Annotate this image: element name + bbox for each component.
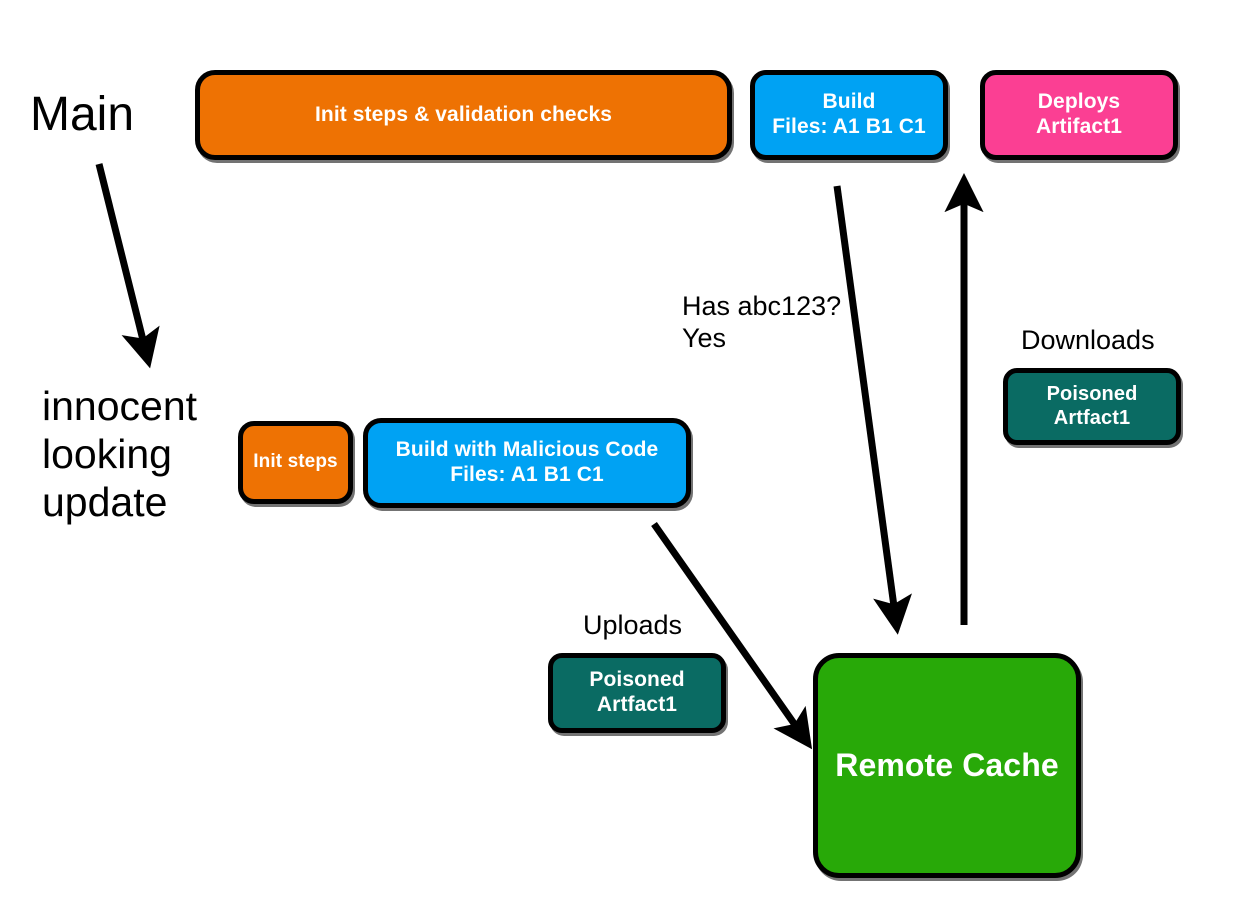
arrow-build-to-cache [833, 185, 912, 635]
node-line: Build [822, 90, 876, 114]
node-line: Files: A1 B1 C1 [450, 463, 604, 486]
node-remote-cache[interactable]: Remote Cache [813, 653, 1081, 878]
node-line: Init steps & validation checks [314, 102, 613, 126]
node-poisoned-artifact-uploaded[interactable]: Poisoned Artfact1 [548, 653, 726, 733]
node-deploys-artifact1[interactable]: Deploys Artifact1 [980, 70, 1178, 160]
node-line: Artfact1 [596, 693, 678, 716]
annotation-downloads: Downloads [1021, 325, 1155, 355]
node-poisoned-artifact-downloaded[interactable]: Poisoned Artfact1 [1003, 368, 1181, 445]
arrow-main-to-feature [95, 163, 160, 369]
node-line: Artfact1 [1053, 406, 1131, 429]
node-line: Artifact1 [1035, 115, 1123, 138]
annotation-cache-lookup: Has abc123? Yes [682, 291, 842, 353]
node-init-steps-validation-checks[interactable]: Init steps & validation checks [195, 70, 732, 160]
node-line: Remote Cache [835, 746, 1059, 783]
node-build-main[interactable]: Build Files: A1 B1 C1 [750, 70, 948, 160]
node-build-with-malicious-code[interactable]: Build with Malicious Code Files: A1 B1 C… [363, 418, 691, 508]
node-line: Poisoned [589, 668, 685, 692]
node-line: Deploys [1037, 90, 1121, 114]
annotation-uploads: Uploads [583, 610, 683, 640]
node-line: Poisoned [1046, 383, 1138, 406]
node-line: Files: A1 B1 C1 [772, 115, 926, 138]
node-line: Init steps [253, 451, 338, 473]
branch-label-feature: innocent looking update [42, 383, 198, 525]
node-line: Build with Malicious Code [395, 438, 659, 462]
branch-label-main: Main [30, 88, 135, 141]
node-init-steps[interactable]: Init steps [238, 421, 353, 504]
